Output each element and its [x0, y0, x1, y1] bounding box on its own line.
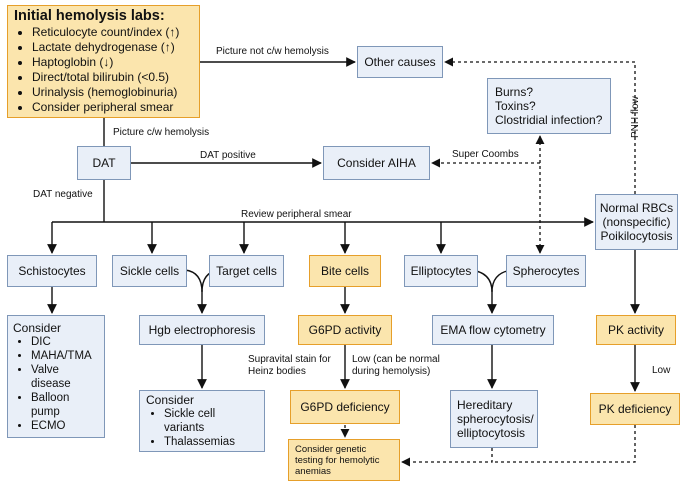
pk-activity-node: PK activity — [596, 315, 676, 345]
consider-sickle-list: Sickle cell variants Thalassemias — [146, 407, 258, 449]
consider-schisto-title: Consider — [13, 320, 62, 335]
list-item: Lactate dehydrogenase (↑) — [32, 40, 179, 55]
initial-labs-list: Reticulocyte count/index (↑) Lactate deh… — [14, 25, 179, 115]
burns-line: Burns? — [495, 85, 534, 99]
edge-hereditary-to-genetic — [401, 448, 493, 467]
clostridial-line: Clostridial infection? — [495, 113, 603, 127]
list-item: Haptoglobin (↓) — [32, 55, 179, 70]
list-item: Valve disease — [31, 363, 99, 391]
label-dat-negative: DAT negative — [33, 189, 93, 200]
target-cells-node: Target cells — [209, 255, 284, 287]
other-causes-node: Other causes — [357, 46, 443, 78]
ema-flow-node: EMA flow cytometry — [432, 315, 554, 345]
edge-pnh-flow — [444, 57, 636, 194]
list-item: MAHA/TMA — [31, 349, 99, 363]
g6pd-activity-node: G6PD activity — [298, 315, 392, 345]
list-item: Thalassemias — [164, 435, 258, 449]
label-review-smear: Review peripheral smear — [241, 209, 352, 220]
label-not-cw-hemolysis: Picture not c/w hemolysis — [216, 46, 329, 57]
sickle-cells-node: Sickle cells — [112, 255, 187, 287]
consider-aiha-node: Consider AIHA — [323, 146, 430, 180]
list-item: Direct/total bilirubin (<0.5) — [32, 70, 179, 85]
g6pd-deficiency-node: G6PD deficiency — [290, 390, 400, 424]
nonspecific-line: (nonspecific) — [602, 215, 671, 229]
initial-labs-title: Initial hemolysis labs: — [14, 8, 165, 24]
hereditary-sphero-node: Hereditary spherocytosis/ elliptocytosis — [450, 390, 538, 448]
list-item: Balloon pump — [31, 391, 99, 419]
consider-schisto-node: Consider DIC MAHA/TMA Valve disease Ball… — [7, 315, 105, 438]
normal-rbcs-line: Normal RBCs — [599, 201, 674, 215]
label-dat-positive: DAT positive — [200, 150, 256, 161]
pk-deficiency-node: PK deficiency — [590, 393, 680, 425]
list-item: Sickle cell variants — [164, 407, 258, 435]
edge-pkdef-to-genetic — [492, 425, 636, 463]
schistocytes-node: Schistocytes — [7, 255, 97, 287]
label-low-normal: Low (can be normal during hemolysis) — [352, 354, 440, 377]
list-item: Reticulocyte count/index (↑) — [32, 25, 179, 40]
genetic-testing-node: Consider genetic testing for hemolytic a… — [288, 439, 400, 481]
dat-node: DAT — [77, 146, 131, 180]
list-item: Urinalysis (hemoglobinuria) — [32, 85, 179, 100]
elliptocytes-node: Elliptocytes — [404, 255, 478, 287]
poikilocytosis-line: Poikilocytosis — [600, 229, 673, 243]
consider-schisto-list: DIC MAHA/TMA Valve disease Balloon pump … — [13, 335, 99, 433]
label-low: Low — [652, 365, 671, 376]
initial-hemolysis-labs: Initial hemolysis labs: Reticulocyte cou… — [7, 5, 200, 118]
label-pnh-flow: PNH flow — [630, 96, 641, 138]
consider-sickle-node: Consider Sickle cell variants Thalassemi… — [139, 390, 265, 452]
label-cw-hemolysis: Picture c/w hemolysis — [113, 127, 210, 138]
toxins-line: Toxins? — [495, 99, 536, 113]
burns-toxins-node: Burns? Toxins? Clostridial infection? — [487, 78, 611, 134]
list-item: DIC — [31, 335, 99, 349]
hgb-electrophoresis-node: Hgb electrophoresis — [139, 315, 265, 345]
list-item: Consider peripheral smear — [32, 100, 179, 115]
label-super-coombs: Super Coombs — [452, 149, 519, 160]
spherocytes-node: Spherocytes — [506, 255, 586, 287]
consider-sickle-title: Consider — [146, 393, 195, 407]
normal-rbcs-node: Normal RBCs (nonspecific) Poikilocytosis — [595, 194, 678, 250]
label-supravital: Supravital stain for Heinz bodies — [248, 354, 331, 377]
bite-cells-node: Bite cells — [309, 255, 381, 287]
list-item: ECMO — [31, 419, 99, 433]
